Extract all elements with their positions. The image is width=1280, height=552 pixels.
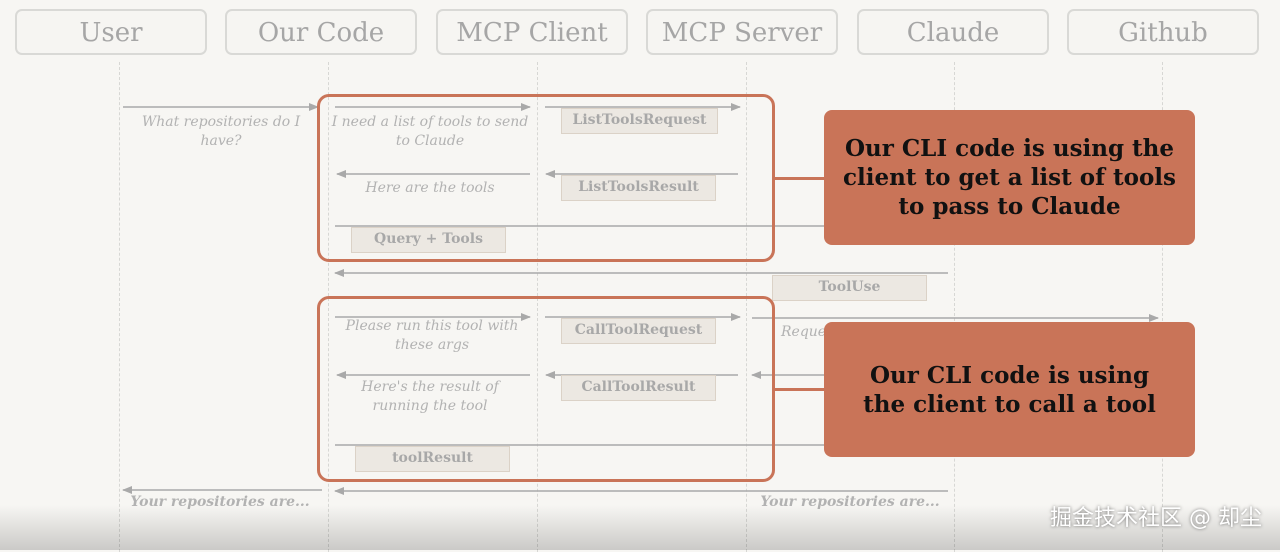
lifeline-github	[1162, 62, 1163, 552]
actor-mcp-server: MCP Server	[646, 9, 838, 55]
chip-tool-use: ToolUse	[772, 275, 927, 301]
bottom-shade	[0, 505, 1280, 550]
watermark-text: 掘金技术社区 @ 却尘	[1050, 506, 1262, 531]
label-here-tools: Here are the tools	[365, 180, 495, 196]
lifeline-mcp-server	[746, 62, 747, 552]
actor-claude: Claude	[857, 9, 1049, 55]
callout-call-tool: Our CLI code is using the client to call…	[824, 322, 1195, 457]
chip-list-tools-result: ListToolsResult	[561, 175, 716, 201]
label-request-partial: Reque	[781, 324, 827, 340]
label-your-repos-left: Your repositories are...	[130, 494, 310, 510]
label-your-repos-right: Your repositories are...	[760, 494, 940, 510]
lifeline-mcp-client	[537, 62, 538, 552]
callout-list-tools-text: Our CLI code is using the client to get …	[843, 135, 1176, 220]
connector-list-tools	[775, 177, 824, 180]
chip-tool-result: toolResult	[355, 446, 510, 472]
callout-list-tools: Our CLI code is using the client to get …	[824, 110, 1195, 245]
chip-call-tool-result: CallToolResult	[561, 375, 716, 401]
lifeline-user	[119, 62, 120, 552]
highlight-box-call-tool	[317, 296, 775, 482]
label-please-run: Please run this tool with these args	[345, 318, 519, 353]
label-need-tools: I need a list of tools to send to Claude	[331, 114, 529, 149]
chip-call-tool-request: CallToolRequest	[561, 318, 716, 344]
label-user-question: What repositories do I have?	[141, 114, 301, 149]
chip-list-tools-request: ListToolsRequest	[561, 108, 718, 134]
lifeline-claude	[954, 62, 955, 552]
chip-query-tools: Query + Tools	[351, 227, 506, 253]
actor-mcp-client: MCP Client	[436, 9, 628, 55]
connector-call-tool	[775, 388, 824, 391]
highlight-box-list-tools	[317, 94, 775, 262]
actor-github: Github	[1067, 9, 1259, 55]
actor-user: User	[15, 9, 207, 55]
label-result-of: Here's the result of running the tool	[361, 379, 499, 414]
callout-call-tool-text: Our CLI code is using the client to call…	[863, 361, 1156, 418]
actor-our-code: Our Code	[225, 9, 417, 55]
